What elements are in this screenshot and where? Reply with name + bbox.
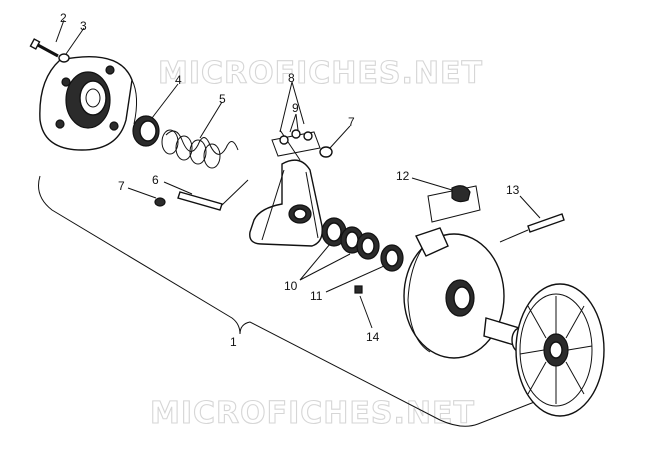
watermark-bottom: MICROFICHES.NET	[150, 396, 475, 431]
callout-12: 12	[396, 169, 410, 183]
callout-labels: 2 3 4 5 8 9 7 6 7 12 13 10 11 14 1	[60, 11, 520, 349]
callout-2: 2	[60, 11, 67, 25]
callout-7-right: 7	[348, 115, 355, 129]
washer	[58, 53, 70, 63]
retaining-ring	[380, 244, 404, 272]
spring	[161, 129, 239, 169]
shim-rings	[321, 217, 380, 260]
bushing	[132, 115, 160, 147]
roller	[427, 185, 481, 223]
bolt	[29, 38, 59, 58]
shaft-pin	[499, 213, 565, 243]
callout-7-left: 7	[118, 179, 125, 193]
callout-8: 8	[288, 71, 295, 85]
fixed-sheave	[515, 283, 605, 417]
moveable-sheave	[403, 227, 505, 359]
callout-1: 1	[230, 335, 237, 349]
callout-4: 4	[175, 73, 182, 87]
callout-3: 3	[80, 19, 87, 33]
callout-14: 14	[366, 330, 380, 344]
callout-13: 13	[506, 183, 520, 197]
callout-11: 11	[310, 289, 323, 303]
roller-blocks	[271, 129, 321, 157]
assembly-bracket	[38, 175, 561, 427]
callout-6: 6	[152, 173, 159, 187]
set-screw	[354, 285, 363, 294]
leader-lines	[55, 19, 541, 329]
watermark-top: MICROFICHES.NET	[158, 56, 483, 91]
callout-5: 5	[219, 92, 226, 106]
screw-right	[319, 146, 333, 158]
pin	[177, 179, 249, 211]
cover-plate	[39, 56, 138, 151]
screw-left	[154, 197, 166, 207]
callout-10: 10	[284, 279, 298, 293]
spider-assembly	[249, 129, 323, 247]
callout-9: 9	[292, 101, 299, 115]
